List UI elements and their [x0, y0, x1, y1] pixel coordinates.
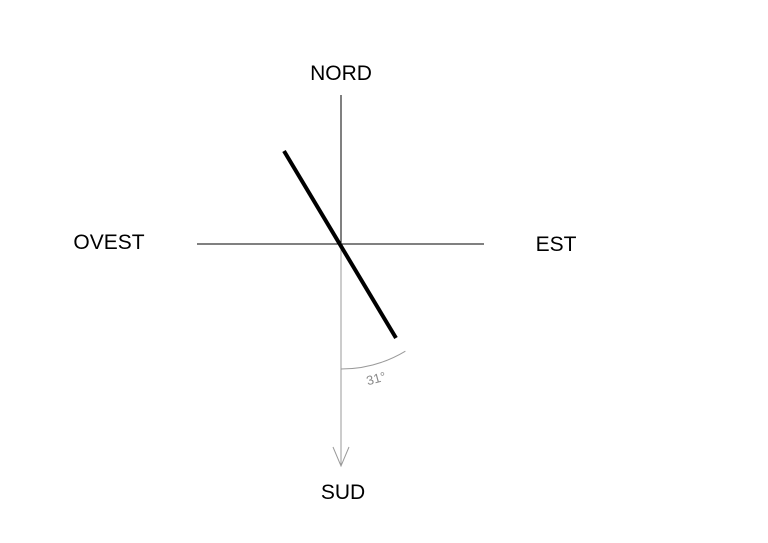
east-label: EST: [536, 233, 577, 256]
angle-arc: [340, 350, 406, 370]
south-arrowhead: [332, 446, 350, 468]
north-label: NORD: [310, 62, 372, 85]
south-label: SUD: [321, 481, 365, 504]
angle-label: 31°: [365, 369, 388, 389]
west-label: OVEST: [73, 231, 144, 254]
orientation-line: [282, 149, 398, 340]
